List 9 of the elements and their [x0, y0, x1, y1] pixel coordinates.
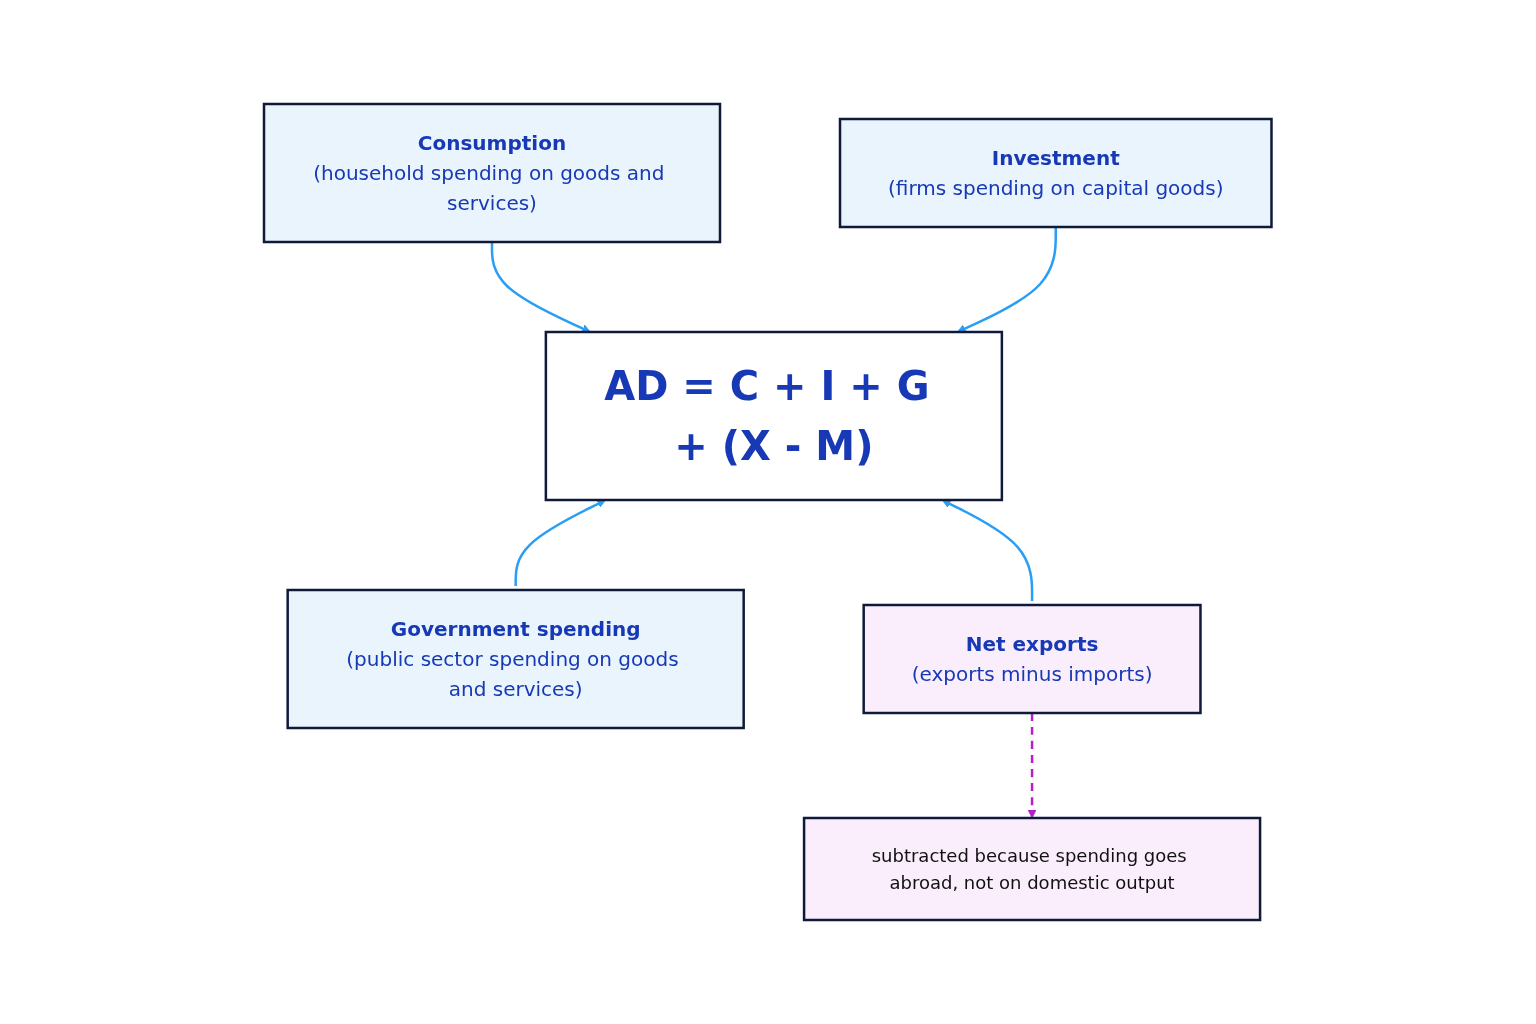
arrow [1027, 713, 1037, 819]
node-box: subtracted because spending goes abroad, not on domestic output [803, 816, 1262, 922]
arrow [957, 227, 1058, 333]
node-box: Net exports (exports minus imports) [862, 603, 1202, 715]
node-box: Government spending (public sector spending on goods and services) [286, 588, 746, 730]
node-box: Consumption (household spending on goods and services) [263, 102, 722, 244]
node-box: Investment (firms spending on capital goods) [839, 117, 1273, 229]
arrow [491, 242, 591, 333]
node-box: AD = C + I + G + (X - M) [544, 330, 1004, 502]
